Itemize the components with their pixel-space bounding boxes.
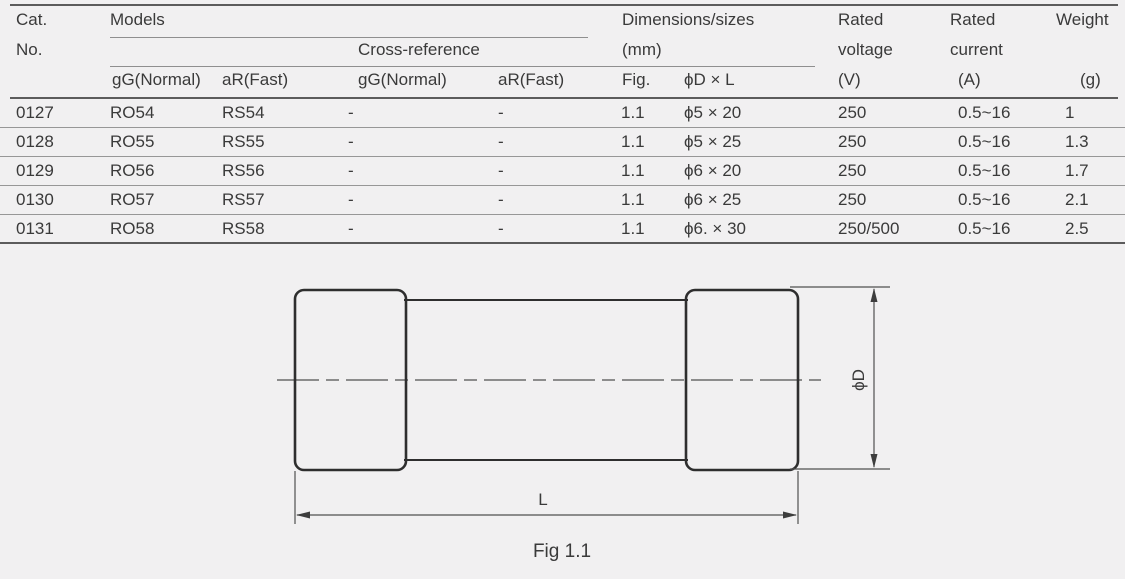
col-header-voltage-word: voltage	[838, 40, 893, 59]
cell-model-ar: RS56	[222, 161, 265, 180]
cell-cross-gg: -	[348, 161, 354, 180]
cell-voltage: 250/500	[838, 218, 900, 238]
table-row: 0127 RO54 RS54 - - 1.1 ϕ5 × 20 250 0.5~1…	[0, 99, 1125, 128]
left-end-cap	[293, 288, 408, 472]
cell-fig: 1.1	[621, 103, 645, 122]
cell-fig: 1.1	[621, 190, 645, 209]
col-header-current-word: current	[950, 40, 1003, 59]
cell-cat-no: 0128	[16, 132, 54, 151]
subgroup-underline	[110, 66, 815, 67]
right-end-cap	[684, 288, 800, 472]
col-header-weight: Weight	[1056, 10, 1109, 29]
cell-weight: 1.3	[1065, 132, 1089, 151]
cell-cross-ar: -	[498, 161, 504, 180]
cell-cross-ar: -	[498, 132, 504, 151]
cell-weight: 1	[1065, 103, 1075, 122]
cell-model-gg: RO57	[110, 190, 155, 209]
cell-model-gg: RO56	[110, 161, 155, 180]
diameter-dimension-label: ϕD	[849, 369, 868, 391]
subheader-cross-gg: gG(Normal)	[358, 70, 447, 89]
cell-size: ϕ5 × 25	[684, 132, 742, 151]
subheader-voltage-unit: (V)	[838, 70, 861, 89]
cell-model-ar: RS58	[222, 218, 265, 238]
subheader-size: ϕD × L	[684, 70, 735, 89]
cell-model-ar: RS55	[222, 132, 265, 151]
cell-size: ϕ5 × 20	[684, 103, 742, 122]
cell-voltage: 250	[838, 132, 867, 151]
cell-voltage: 250	[838, 161, 867, 180]
col-header-rated-current: Rated	[950, 10, 996, 29]
cell-model-gg: RO55	[110, 132, 155, 151]
arrowhead-left-icon	[296, 511, 310, 519]
cell-cross-gg: -	[348, 218, 354, 238]
cell-weight: 1.7	[1065, 161, 1089, 180]
table-row: 0129 RO56 RS56 - - 1.1 ϕ6 × 20 250 0.5~1…	[0, 157, 1125, 186]
cell-size: ϕ6 × 20	[684, 161, 742, 180]
subheader-models-gg: gG(Normal)	[112, 70, 201, 89]
cell-current: 0.5~16	[958, 161, 1011, 180]
cell-fig: 1.1	[621, 161, 645, 180]
cell-cross-gg: -	[348, 190, 354, 209]
cell-cross-gg: -	[348, 132, 354, 151]
cell-voltage: 250	[838, 190, 867, 209]
table-row: 0128 RO55 RS55 - - 1.1 ϕ5 × 25 250 0.5~1…	[0, 128, 1125, 157]
subheader-fig: Fig.	[622, 70, 651, 89]
cell-size: ϕ6. × 30	[684, 218, 746, 238]
cell-cat-no: 0130	[16, 190, 54, 209]
cell-weight: 2.1	[1065, 190, 1089, 209]
col-header-no: No.	[16, 40, 43, 59]
fuse-outline-drawing: ϕD L Fig 1.1	[277, 286, 890, 562]
length-dimension-label: L	[538, 490, 547, 509]
subheader-current-unit: (A)	[958, 70, 981, 89]
subheader-cross-ar: aR(Fast)	[498, 70, 565, 89]
cell-fig: 1.1	[621, 132, 645, 151]
col-header-dimensions: Dimensions/sizes	[622, 10, 755, 29]
spec-table-body: 0127 RO54 RS54 - - 1.1 ϕ5 × 20 250 0.5~1…	[0, 99, 1125, 244]
cell-current: 0.5~16	[958, 218, 1011, 238]
arrowhead-down-icon	[870, 454, 878, 468]
cell-size: ϕ6 × 25	[684, 190, 742, 209]
table-row: 0131 RO58 RS58 - - 1.1 ϕ6. × 30 250/500 …	[0, 215, 1125, 244]
cell-current: 0.5~16	[958, 190, 1011, 209]
col-header-rated-voltage: Rated	[838, 10, 884, 29]
cell-weight: 2.5	[1065, 218, 1089, 238]
models-group-underline	[110, 37, 588, 38]
arrowhead-right-icon	[783, 511, 797, 519]
cell-voltage: 250	[838, 103, 867, 122]
cell-cat-no: 0131	[16, 218, 54, 238]
table-row: 0130 RO57 RS57 - - 1.1 ϕ6 × 25 250 0.5~1…	[0, 186, 1125, 215]
cell-current: 0.5~16	[958, 103, 1011, 122]
header-bottom-border	[10, 97, 1118, 99]
cell-cat-no: 0127	[16, 103, 54, 122]
col-header-models: Models	[110, 10, 165, 29]
cell-model-ar: RS54	[222, 103, 265, 122]
cell-model-gg: RO54	[110, 103, 155, 122]
cell-model-ar: RS57	[222, 190, 265, 209]
table-top-border	[10, 4, 1118, 6]
cell-current: 0.5~16	[958, 132, 1011, 151]
cell-cross-gg: -	[348, 103, 354, 122]
arrowhead-up-icon	[870, 288, 878, 302]
figure-caption: Fig 1.1	[533, 541, 591, 562]
subheader-weight-unit: (g)	[1080, 70, 1101, 89]
col-header-cat: Cat.	[16, 10, 48, 29]
cell-cross-ar: -	[498, 190, 504, 209]
col-header-mm: (mm)	[622, 40, 662, 59]
col-header-cross-reference: Cross-reference	[358, 40, 480, 59]
cell-cross-ar: -	[498, 103, 504, 122]
cell-fig: 1.1	[621, 218, 645, 238]
subheader-models-ar: aR(Fast)	[222, 70, 289, 89]
cell-cat-no: 0129	[16, 161, 54, 180]
cell-model-gg: RO58	[110, 218, 155, 238]
cell-cross-ar: -	[498, 218, 504, 238]
